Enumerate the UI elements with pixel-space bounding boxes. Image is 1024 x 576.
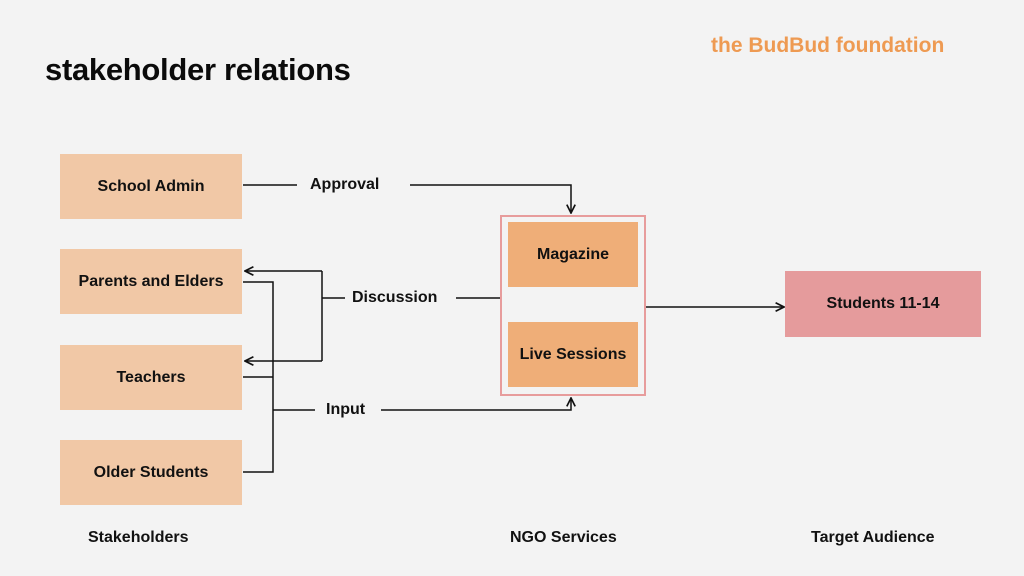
stakeholder-school-admin: School Admin [60, 154, 242, 219]
service-live-sessions: Live Sessions [508, 322, 638, 387]
service-magazine: Magazine [508, 222, 638, 287]
edge-approval [243, 184, 571, 213]
input-line-right [381, 398, 571, 411]
stakeholder-older-students: Older Students [60, 440, 242, 505]
edge-label-discussion: Discussion [352, 289, 438, 306]
stakeholder-teachers: Teachers [60, 345, 242, 410]
column-label-target-audience: Target Audience [811, 529, 935, 546]
edge-label-approval: Approval [310, 176, 380, 193]
approval-line-right [410, 184, 571, 213]
edge-input [243, 281, 571, 473]
stakeholder-parents-and-elders: Parents and Elders [60, 249, 242, 314]
edge-discussion [245, 271, 500, 361]
column-label-stakeholders: Stakeholders [88, 529, 189, 546]
column-label-ngo-services: NGO Services [510, 529, 617, 546]
brand-name: the BudBud foundation [711, 34, 945, 57]
page-title: stakeholder relations [45, 52, 351, 87]
edge-label-input: Input [326, 401, 366, 418]
target-students-11-14: Students 11-14 [785, 271, 981, 337]
ngo-services-frame [500, 215, 646, 396]
